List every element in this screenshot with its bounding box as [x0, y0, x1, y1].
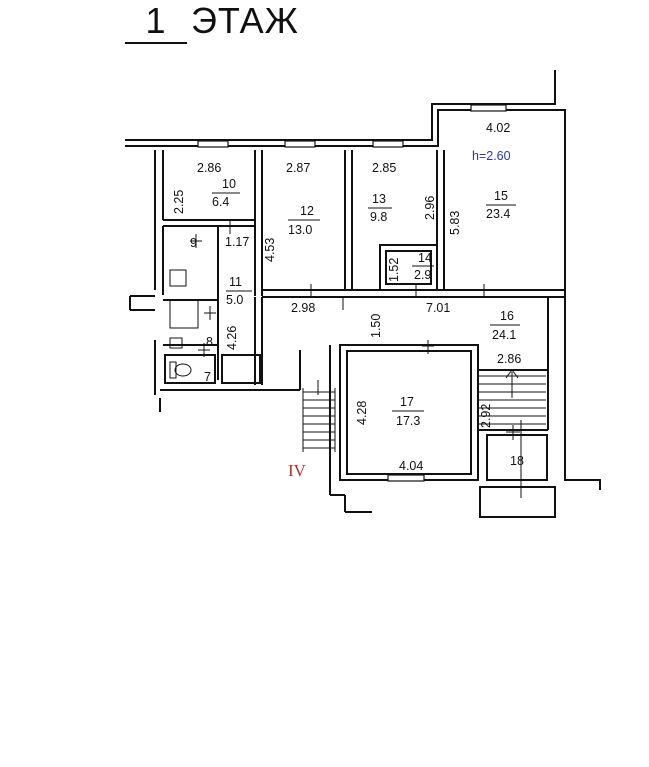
room-17-number: 17	[400, 395, 414, 409]
dim-4-53: 4.53	[263, 238, 277, 262]
room-11-number: 11	[229, 275, 242, 289]
dim-2-98: 2.98	[291, 301, 315, 315]
dim-4-28: 4.28	[355, 401, 369, 425]
bathtub-icon	[169, 299, 199, 329]
room-7-number: 7	[204, 370, 211, 384]
floor-number: 1	[125, 0, 187, 44]
dim-4-26: 4.26	[225, 326, 239, 350]
dim-1-52: 1.52	[387, 258, 401, 282]
socket-icon	[169, 337, 183, 349]
dim-2-87: 2.87	[286, 161, 310, 175]
room-14-number: 14	[418, 251, 432, 265]
room-16-area: 24.1	[492, 328, 516, 342]
stairs-left	[302, 380, 336, 452]
room-12-area: 13.0	[288, 223, 312, 237]
dim-5-83: 5.83	[448, 211, 462, 235]
dim-2-25: 2.25	[172, 190, 186, 214]
toilet-icon	[174, 363, 192, 377]
dim-1-17: 1.17	[225, 235, 249, 249]
room-16-number: 16	[500, 309, 514, 323]
sink-icon	[169, 269, 187, 287]
dim-7-01: 7.01	[426, 301, 450, 315]
floor-label: ЭТАЖ	[191, 0, 299, 41]
room-18-number: 18	[510, 454, 524, 468]
room-15-number: 15	[494, 189, 508, 203]
section-label: IV	[288, 461, 307, 480]
room-10-number: 10	[222, 177, 236, 191]
dim-4-04: 4.04	[399, 459, 423, 473]
dim-1-50: 1.50	[369, 314, 383, 338]
room-17-area: 17.3	[396, 414, 420, 428]
room-14-area: 2.9	[414, 268, 431, 282]
fixtures	[169, 269, 199, 379]
room-15-area: 23.4	[486, 207, 510, 221]
room-13-area: 9.8	[370, 210, 387, 224]
dim-2-92: 2.92	[479, 404, 493, 428]
door-marks	[190, 220, 520, 440]
room-13-number: 13	[372, 192, 386, 206]
room-8-number: 8	[206, 335, 213, 349]
ceiling-height: h=2.60	[472, 149, 511, 163]
dimension-labels: 4.02 2.86 2.87 2.85 2.25 4.53 2.96 5.83 …	[172, 121, 521, 473]
dim-2-96: 2.96	[423, 196, 437, 220]
room-labels: 10 6.4 9 11 5.0 8 7 12 13.0 13 9.8 14 2.…	[190, 149, 524, 480]
walls	[125, 70, 601, 518]
dim-2-86: 2.86	[197, 161, 221, 175]
room-10-area: 6.4	[212, 195, 229, 209]
stairs-right	[478, 369, 546, 498]
room-12-number: 12	[300, 204, 314, 218]
dim-4-02: 4.02	[486, 121, 510, 135]
dim-2-86-stair: 2.86	[497, 352, 521, 366]
dim-2-85: 2.85	[372, 161, 396, 175]
room-11-area: 5.0	[226, 293, 243, 307]
room-9-number: 9	[190, 236, 197, 250]
windows	[197, 104, 507, 482]
